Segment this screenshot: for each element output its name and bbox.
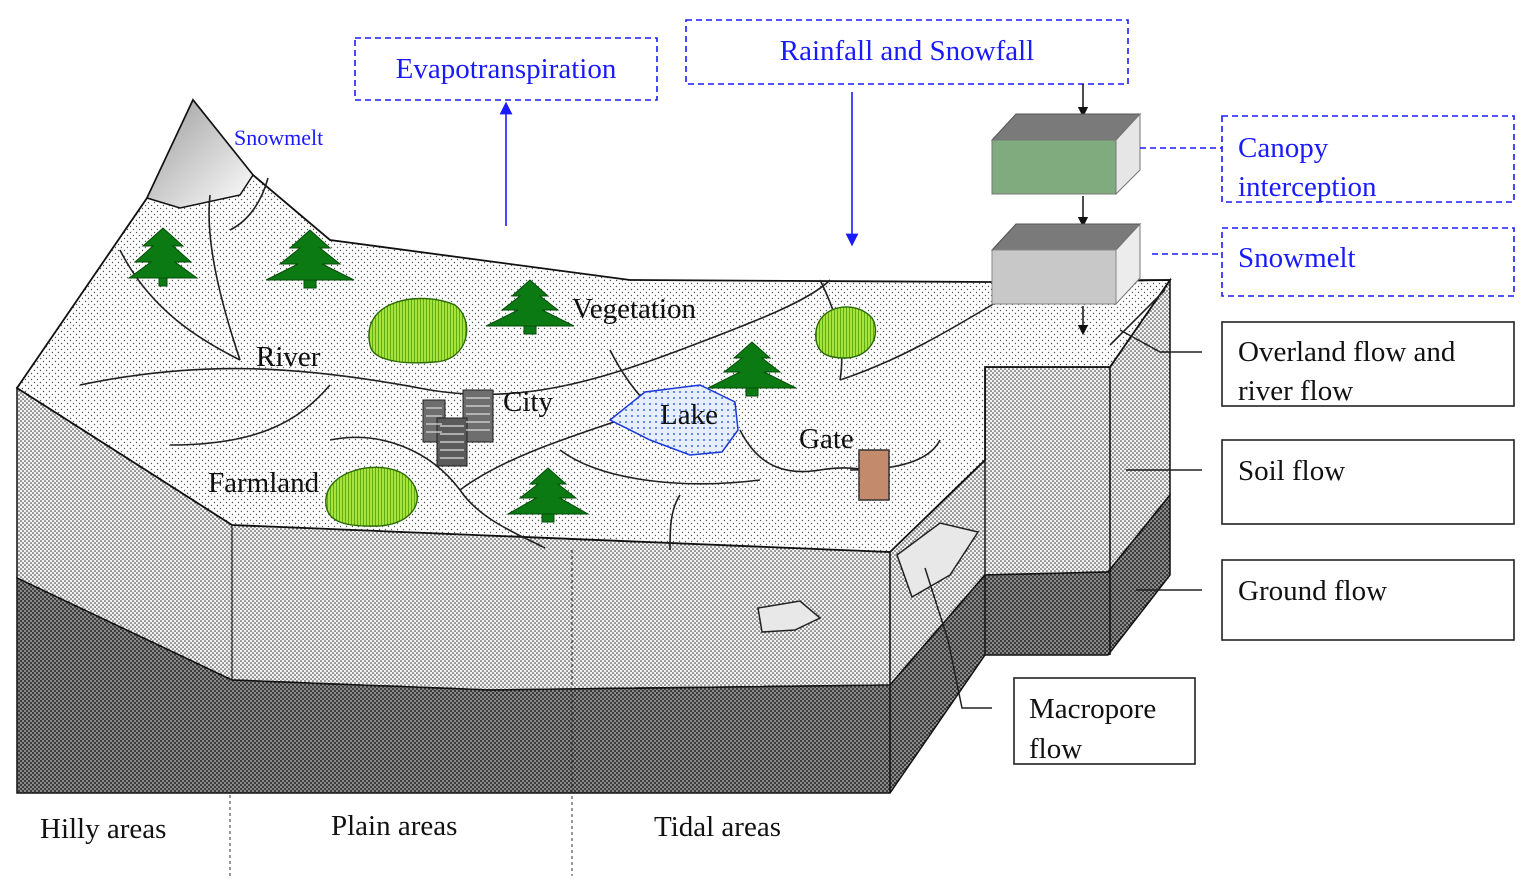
trees xyxy=(127,227,797,523)
canopy-interception-box xyxy=(1221,115,1515,203)
snowmelt-box-icon xyxy=(990,222,1142,306)
evapotranspiration-label: Evapotranspiration xyxy=(396,53,617,85)
tree-icon xyxy=(707,341,797,397)
macropore-shape xyxy=(896,522,980,599)
tree-icon xyxy=(506,467,590,523)
canopy-box-icon xyxy=(990,112,1142,196)
area-dividers xyxy=(229,550,573,876)
precipitation-box xyxy=(685,19,1129,85)
macropore-shape xyxy=(757,600,822,633)
soil-flow-box xyxy=(1221,439,1515,525)
ground-flow-label: Ground flow xyxy=(1238,575,1387,607)
vegetation-label: Vegetation xyxy=(572,293,697,325)
tree-icon xyxy=(265,229,355,289)
farmland-label: Farmland xyxy=(208,467,320,499)
farmland-patch xyxy=(325,466,418,527)
lake-label: Lake xyxy=(660,399,718,431)
canopy-interception-label-line1: Canopy xyxy=(1238,132,1329,164)
overland-flow-label-line2: river flow xyxy=(1238,375,1353,407)
overland-flow-label-line1: Overland flow and xyxy=(1238,336,1456,368)
canopy-interception-label-line2: interception xyxy=(1238,171,1377,203)
city-label: City xyxy=(503,386,553,418)
snowmelt-label: Snowmelt xyxy=(1238,242,1356,274)
terrain-block xyxy=(15,98,1172,794)
farmland-patch xyxy=(815,306,877,359)
macropore-flow-box xyxy=(1013,677,1196,765)
lake-shape xyxy=(608,384,739,456)
snow-cap xyxy=(145,98,254,209)
macropore-flow-label-line1: Macropore xyxy=(1029,693,1156,725)
soil-flow-label: Soil flow xyxy=(1238,455,1345,487)
tree-icon xyxy=(485,279,575,335)
hilly-areas-label: Hilly areas xyxy=(40,813,166,845)
gate-label: Gate xyxy=(799,423,854,455)
farmland-patches xyxy=(325,297,877,527)
tidal-areas-label: Tidal areas xyxy=(654,811,781,843)
leader-lines xyxy=(924,329,1202,709)
river-label: River xyxy=(256,341,321,373)
gate-icon xyxy=(858,449,890,501)
overland-flow-box xyxy=(1221,321,1515,407)
snowmelt-box xyxy=(1221,227,1515,297)
snowmelt-map-label: Snowmelt xyxy=(234,125,323,150)
farmland-patch xyxy=(368,297,468,364)
precipitation-label: Rainfall and Snowfall xyxy=(780,35,1035,67)
macropore-flow-label-line2: flow xyxy=(1029,733,1082,765)
city-buildings-icon xyxy=(422,389,494,467)
evapotranspiration-box xyxy=(354,37,658,101)
tree-icon xyxy=(127,227,199,287)
ground-flow-box xyxy=(1221,559,1515,641)
river-network xyxy=(79,177,1166,551)
plain-areas-label: Plain areas xyxy=(331,810,457,842)
